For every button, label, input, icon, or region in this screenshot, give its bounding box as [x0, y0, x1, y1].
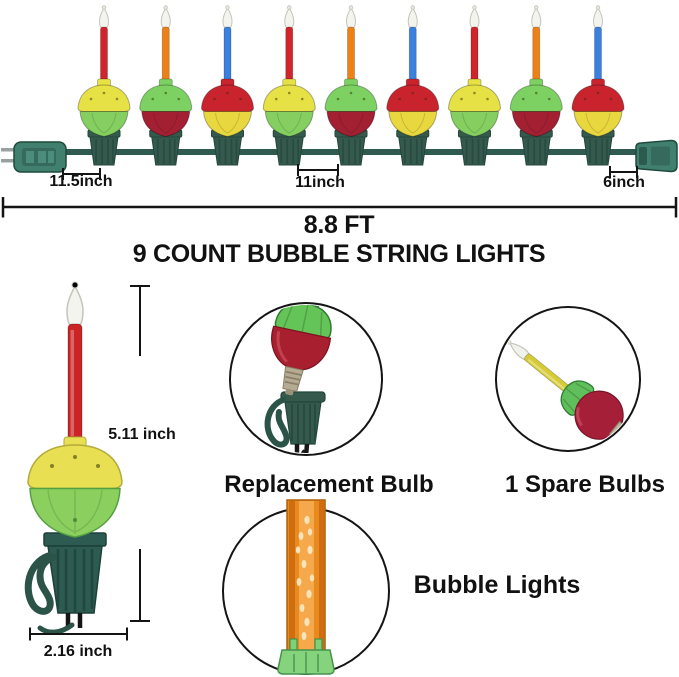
- single-bubble-light: [24, 281, 123, 635]
- bubble-tube-icon: [277, 499, 335, 675]
- replacement-bulb-icon: [271, 305, 332, 396]
- bubble-tube-graphic: [277, 499, 335, 675]
- socket-icon: [264, 391, 330, 453]
- replacement-bulb-graphic: [264, 305, 332, 453]
- single-bulb-diagram: [24, 281, 150, 641]
- total-length-line: [1, 197, 678, 218]
- measurement-label-end-gap: 6inch: [603, 174, 645, 191]
- bubble-light-bulbs: [77, 5, 625, 166]
- spare-bulbs-label: 1 Spare Bulbs: [504, 471, 666, 498]
- bubble-light-7: [447, 5, 502, 166]
- bubble-light-9: [571, 5, 625, 166]
- bubble-light-1: [77, 5, 131, 166]
- bubble-light-3: [200, 5, 255, 166]
- bubble-light-2: [139, 5, 193, 166]
- product-heading: 9 COUNT BUBBLE STRING LIGHTS: [132, 240, 546, 268]
- bubbles: [295, 515, 315, 640]
- spare-bulb-graphic: [506, 339, 634, 445]
- bubble-light-5: [324, 5, 378, 166]
- measurement-label-bulb-gap: 11inch: [295, 174, 345, 191]
- replacement-bulb-label: Replacement Bulb: [224, 471, 434, 498]
- bulb-width-label: 2.16 inch: [43, 643, 113, 660]
- replacement-bulb-circle: [229, 302, 383, 456]
- width-measure-line: [29, 627, 128, 641]
- end-connector-icon: [635, 139, 678, 173]
- height-measure-line: [130, 285, 150, 622]
- measurement-label-plug-gap: 11.5inch: [49, 173, 113, 190]
- power-plug-icon: [1, 141, 67, 173]
- spare-bulb-icon: [506, 339, 634, 445]
- measurement-brackets: [62, 164, 638, 180]
- bulb-height-label: 5.11 inch: [108, 426, 176, 443]
- spare-bulb-circle: [495, 306, 641, 452]
- bubble-lights-label: Bubble Lights: [413, 571, 581, 599]
- bubble-light-4: [262, 5, 316, 166]
- bubble-light-6: [386, 5, 440, 166]
- bubble-light-8: [509, 5, 563, 166]
- string-lights-graphic: [1, 5, 678, 218]
- total-length-label: 8.8 FT: [303, 211, 375, 239]
